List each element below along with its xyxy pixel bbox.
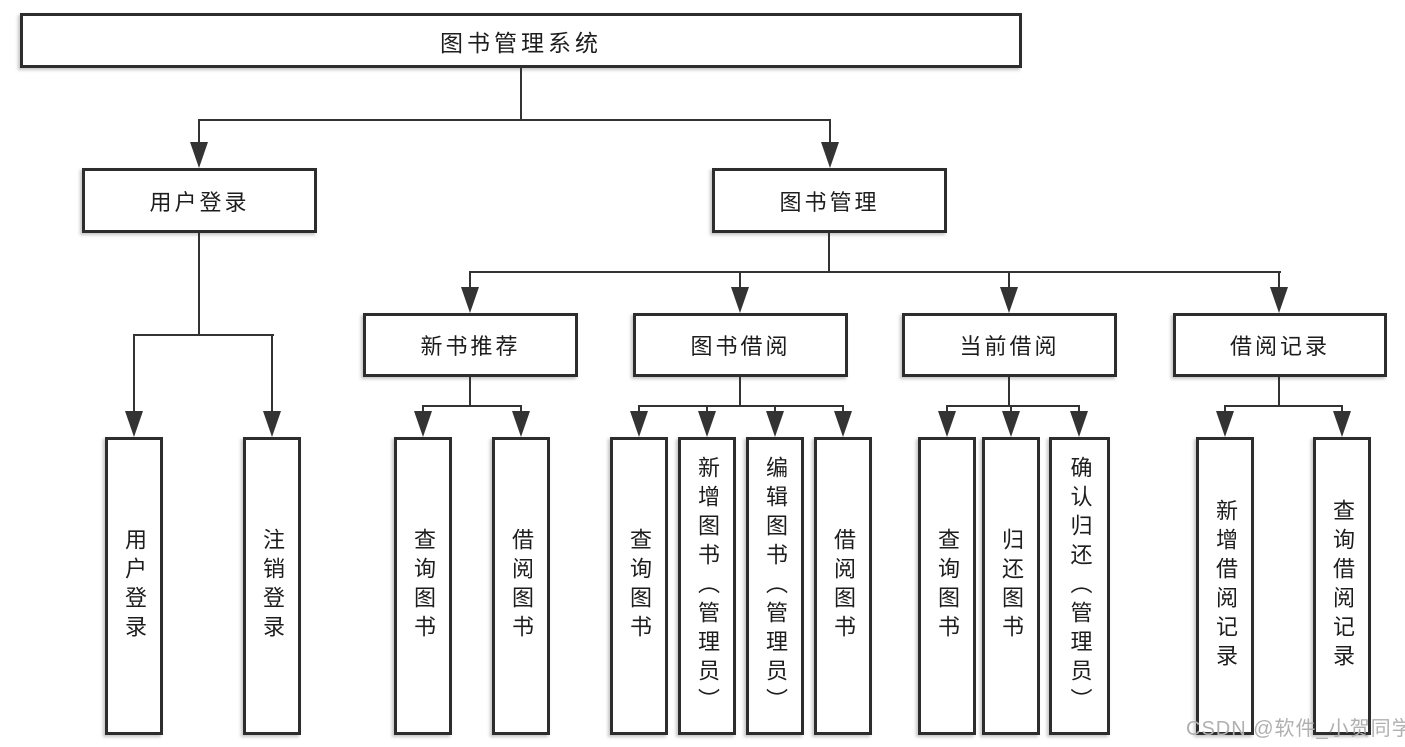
connector-hline xyxy=(422,405,522,407)
leaf-label: 新增图书（管理员） xyxy=(695,455,720,717)
arrow-down-icon xyxy=(731,287,749,313)
leaf-label: 查询图书 xyxy=(411,528,436,644)
leaf-label: 借阅图书 xyxy=(831,528,856,644)
connector-vline xyxy=(469,377,471,407)
connector-stem xyxy=(271,334,273,413)
connector-stem xyxy=(198,119,200,144)
connector-hline xyxy=(469,271,1281,273)
leaf-add-books-admin: 新增图书（管理员） xyxy=(678,437,736,735)
leaf-label: 确认归还（管理员） xyxy=(1067,455,1093,717)
leaf-query-books-recommend: 查询图书 xyxy=(394,437,452,735)
connector-vline xyxy=(1278,377,1280,407)
connector-stem xyxy=(1341,405,1343,413)
leaf-label: 归还图书 xyxy=(999,528,1024,644)
arrow-down-icon xyxy=(1070,411,1088,437)
arrow-down-icon xyxy=(821,142,839,168)
arrow-down-icon xyxy=(1270,287,1288,313)
arrow-down-icon xyxy=(190,142,208,168)
node-book-management: 图书管理 xyxy=(712,168,947,233)
leaf-label: 编辑图书（管理员） xyxy=(763,455,788,717)
arrow-down-icon xyxy=(512,411,530,437)
node-label: 借阅记录 xyxy=(1229,334,1330,359)
arrow-down-icon xyxy=(1333,411,1351,437)
connector-stem xyxy=(1010,405,1012,413)
leaf-user-login: 用户登录 xyxy=(105,437,163,735)
connector-stem xyxy=(842,405,844,413)
node-label: 用户登录 xyxy=(149,189,250,215)
connector-vline xyxy=(198,233,200,336)
leaf-borrow-books: 借阅图书 xyxy=(814,437,872,735)
arrow-down-icon xyxy=(1002,411,1020,437)
connector-hline xyxy=(198,119,831,121)
connector-hline xyxy=(638,405,844,407)
connector-vline xyxy=(828,233,830,273)
leaf-edit-books-admin: 编辑图书（管理员） xyxy=(746,437,804,735)
arrow-down-icon xyxy=(461,287,479,313)
arrow-down-icon xyxy=(766,411,784,437)
connector-stem xyxy=(422,405,424,413)
node-label: 图书借阅 xyxy=(690,334,791,359)
node-user-login: 用户登录 xyxy=(82,168,317,233)
arrow-down-icon xyxy=(698,411,716,437)
arrow-down-icon xyxy=(1000,287,1018,313)
node-label: 当前借阅 xyxy=(959,334,1060,359)
connector-stem xyxy=(1278,271,1280,289)
leaf-label: 借阅图书 xyxy=(509,528,534,644)
connector-vline xyxy=(520,68,522,120)
arrow-down-icon xyxy=(1216,411,1234,437)
leaf-label: 注销登录 xyxy=(260,528,285,644)
node-label: 新书推荐 xyxy=(420,334,521,359)
arrow-down-icon xyxy=(263,411,281,437)
leaf-query-books-current: 查询图书 xyxy=(918,437,976,735)
connector-stem xyxy=(1008,271,1010,289)
connector-stem xyxy=(469,271,471,289)
connector-hline xyxy=(1224,405,1343,407)
connector-vline xyxy=(739,377,741,407)
leaf-confirm-return-admin: 确认归还（管理员） xyxy=(1049,437,1110,735)
arrow-down-icon xyxy=(938,411,956,437)
leaf-query-books-borrow: 查询图书 xyxy=(610,437,668,735)
connector-stem xyxy=(1224,405,1226,413)
leaf-label: 新增借阅记录 xyxy=(1213,499,1238,673)
connector-stem xyxy=(829,119,831,144)
leaf-borrow-books-recommend: 借阅图书 xyxy=(492,437,550,735)
connector-stem xyxy=(1078,405,1080,413)
connector-stem xyxy=(638,405,640,413)
connector-stem xyxy=(774,405,776,413)
connector-stem xyxy=(133,334,135,413)
leaf-query-borrow-record: 查询借阅记录 xyxy=(1313,437,1371,735)
leaf-logout: 注销登录 xyxy=(243,437,301,735)
connector-stem xyxy=(946,405,948,413)
arrow-down-icon xyxy=(630,411,648,437)
leaf-add-borrow-record: 新增借阅记录 xyxy=(1196,437,1254,735)
connector-hline xyxy=(133,334,274,336)
connector-stem xyxy=(520,405,522,413)
watermark: CSDN @软件_小贺同学 xyxy=(1186,718,1405,740)
connector-stem xyxy=(739,271,741,289)
arrow-down-icon xyxy=(834,411,852,437)
arrow-down-icon xyxy=(414,411,432,437)
connector-stem xyxy=(706,405,708,413)
connector-vline xyxy=(1008,377,1010,407)
leaf-label: 查询借阅记录 xyxy=(1330,499,1355,673)
leaf-label: 查询图书 xyxy=(935,528,960,644)
arrow-down-icon xyxy=(125,411,143,437)
leaf-label: 用户登录 xyxy=(122,528,147,644)
node-library-management-system: 图书管理系统 xyxy=(20,13,1022,68)
node-label: 图书管理 xyxy=(779,189,880,215)
leaf-label: 查询图书 xyxy=(627,528,652,644)
node-current-borrowing: 当前借阅 xyxy=(902,313,1117,377)
node-label: 图书管理系统 xyxy=(440,29,602,56)
connector-hline xyxy=(946,405,1080,407)
node-book-borrowing: 图书借阅 xyxy=(633,313,848,377)
leaf-return-books: 归还图书 xyxy=(982,437,1040,735)
node-borrowing-records: 借阅记录 xyxy=(1173,313,1387,377)
node-new-book-recommendation: 新书推荐 xyxy=(363,313,578,377)
